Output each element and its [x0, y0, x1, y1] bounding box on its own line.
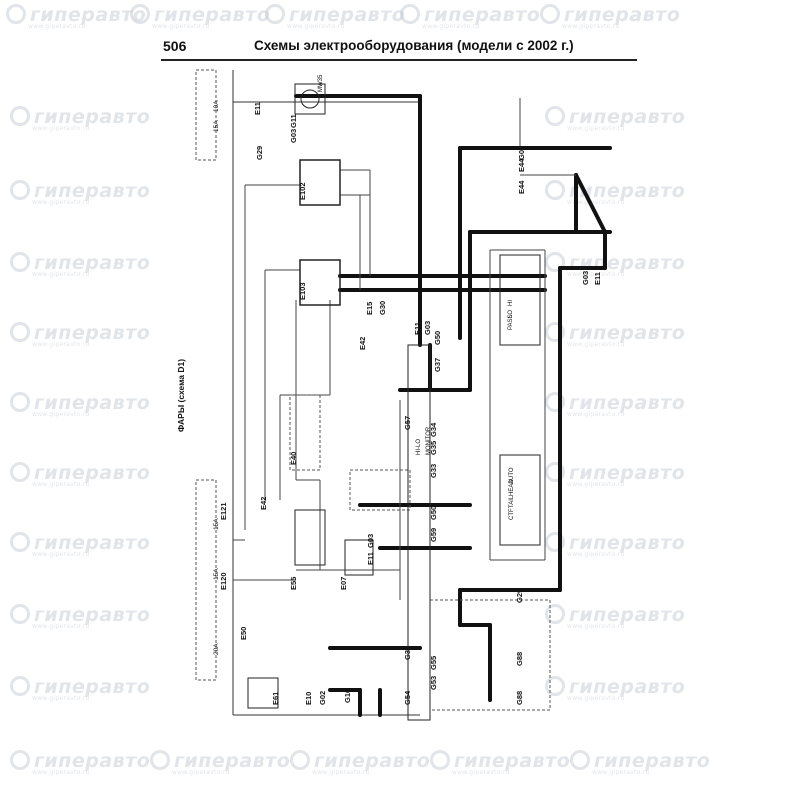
fuse-label: 20A	[213, 643, 220, 655]
component-label: G50	[433, 331, 442, 345]
switch-label: HI	[508, 300, 514, 306]
component-label: G02	[318, 691, 327, 705]
diagram-heading: ФАРЫ (схема D1)	[176, 359, 186, 432]
component-label: G54	[403, 690, 412, 705]
component-label: E102	[298, 182, 307, 200]
component-label: G11	[289, 114, 298, 128]
switch-label: MW35	[318, 74, 324, 92]
fuse-label: 15A	[213, 518, 220, 530]
component-label: G59	[429, 528, 438, 542]
switch-label: TAIL	[509, 495, 515, 508]
component-label: G03	[423, 321, 432, 335]
component-label: G50	[429, 506, 438, 520]
component-label: E42	[358, 337, 367, 350]
component-label: E10	[304, 692, 313, 705]
component-label: G53	[429, 676, 438, 690]
component-label: E120	[219, 572, 228, 590]
switch-label: PASS	[508, 314, 514, 330]
component-label: E07	[339, 577, 348, 590]
component-label: G30	[378, 301, 387, 315]
component-label: G57	[403, 416, 412, 430]
component-label: G29	[515, 589, 524, 603]
fuse-label: 15A	[213, 568, 220, 580]
component-label: G16	[343, 689, 352, 703]
component-label: G03	[581, 271, 590, 285]
switch-label: LO	[508, 310, 514, 318]
component-label: G37	[433, 358, 442, 372]
component-label: G03	[289, 129, 298, 143]
component-label: G36	[403, 646, 412, 660]
component-label: E40	[289, 452, 298, 465]
component-label: E42	[259, 497, 268, 510]
component-label: E50	[239, 627, 248, 640]
component-label: G03	[366, 534, 375, 548]
component-label: E44	[517, 180, 526, 194]
component-label: E11	[413, 322, 422, 335]
fuse-label: 15A	[213, 120, 220, 132]
page-number: 506	[163, 38, 187, 54]
switch-label: HEAD	[509, 479, 515, 496]
component-label: G35	[429, 441, 438, 455]
diagram-static	[195, 69, 612, 721]
header-rule	[161, 59, 637, 61]
switch-label: MONITOR	[426, 426, 432, 455]
component-label: G33	[429, 464, 438, 478]
component-label: G88	[515, 652, 524, 666]
fuse-label: 10A	[213, 100, 220, 112]
component-label: E15	[365, 302, 374, 315]
switch-label: AUTO	[509, 467, 515, 484]
component-label: E121	[219, 502, 228, 520]
switch-label: HI-LO	[416, 439, 422, 455]
component-label: E61	[271, 692, 280, 705]
component-label: G55	[429, 656, 438, 670]
component-label: E11	[253, 102, 262, 115]
component-label: E11	[366, 552, 375, 565]
component-label: E55	[289, 577, 298, 590]
switch-label: CTF	[509, 508, 515, 520]
component-label: E44	[517, 158, 526, 172]
component-label: G03	[517, 146, 526, 160]
component-label: G88	[515, 691, 524, 705]
component-label: E11	[593, 272, 602, 285]
component-label: G29	[255, 146, 264, 160]
page-title: Схемы электрооборудования (модели с 2002…	[254, 38, 574, 53]
component-label: E103	[298, 282, 307, 300]
component-label: G34	[429, 422, 438, 437]
